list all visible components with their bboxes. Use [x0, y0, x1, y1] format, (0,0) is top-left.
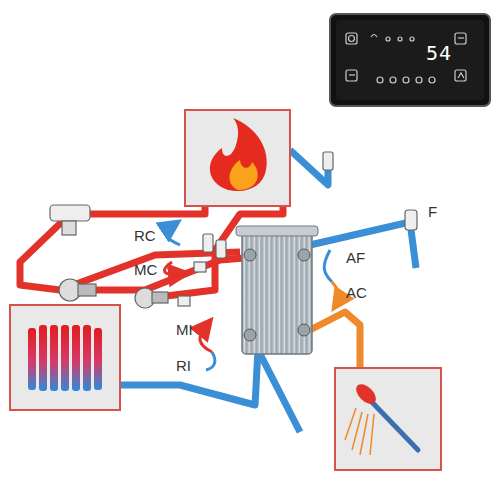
flow-label: AF — [346, 250, 365, 265]
flow-label: MI — [176, 322, 193, 337]
flow-label: MC — [134, 262, 157, 277]
display-value: 54 — [426, 43, 452, 63]
part-label: F — [428, 204, 437, 219]
flow-label: RI — [176, 358, 191, 373]
flow-label: RC — [134, 228, 156, 243]
flow-label: AC — [346, 285, 367, 300]
